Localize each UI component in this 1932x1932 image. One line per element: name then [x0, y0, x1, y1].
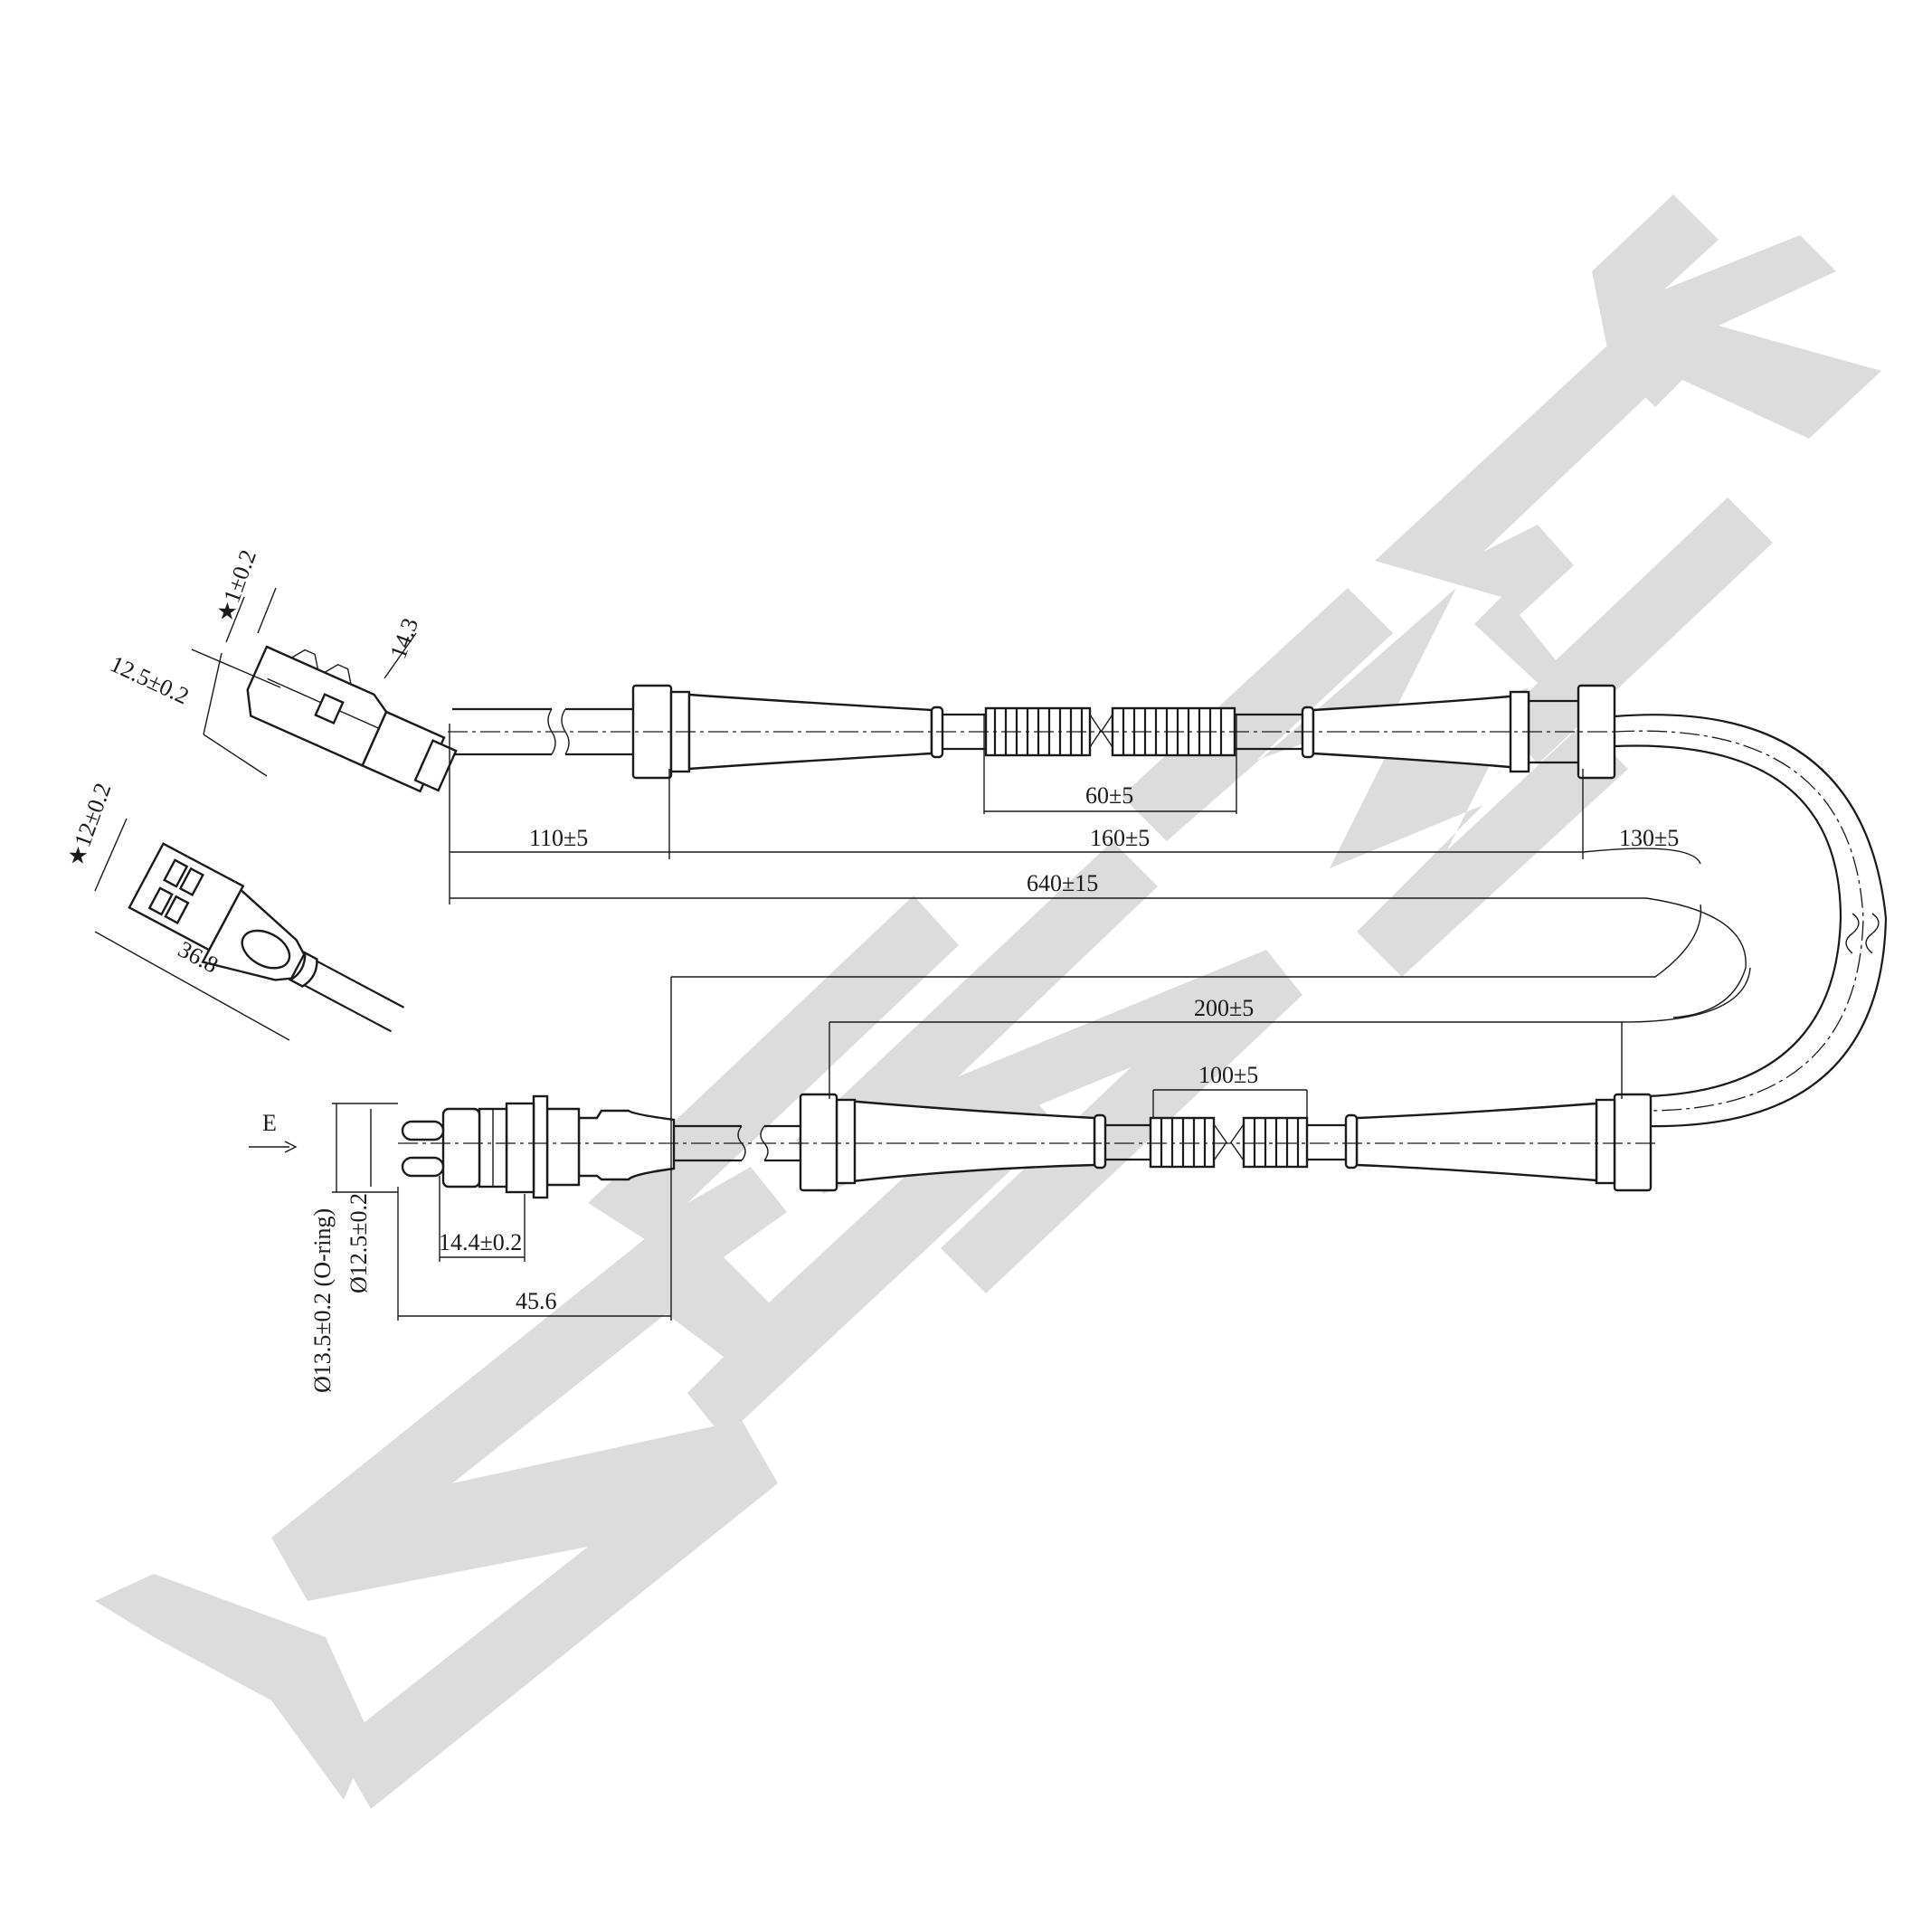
dim-45-6: 45.6 — [516, 1288, 557, 1314]
watermark-chevron — [95, 1574, 371, 1800]
dim-130: 130±5 — [1619, 825, 1679, 851]
dim-diameter-12-5: Ø12.5±0.2 — [346, 1193, 372, 1293]
sleeve-3 — [1355, 1102, 1598, 1182]
watermark-letter-n — [796, 841, 1302, 1293]
sensor-head-top — [191, 587, 458, 793]
corrugated-tube-2 — [1149, 1116, 1309, 1169]
dim-1: ★1±0.2 — [211, 546, 261, 626]
top-cable-assembly — [448, 684, 1619, 780]
watermark-letter-e2 — [1375, 335, 1773, 764]
connector-housing — [401, 1094, 676, 1199]
grommet-4 — [799, 1093, 838, 1192]
grommet-3 — [1613, 1093, 1653, 1192]
dim-200: 200±5 — [1194, 995, 1254, 1021]
dim-100: 100±5 — [1198, 1062, 1258, 1088]
watermark-logo — [95, 194, 1881, 1809]
dim-diameter-13-5: Ø13.5±0.2 (O-ring) — [309, 1208, 336, 1393]
dim-640: 640±15 — [1027, 870, 1098, 896]
watermark-letter-z — [271, 1212, 778, 1809]
dim-12-5-angled: 12.5±0.2 — [106, 650, 193, 709]
watermark-letter-k — [1592, 194, 1881, 439]
dim-12: ★12±0.2 — [62, 780, 116, 870]
cable-bend — [1614, 714, 1888, 1128]
dim-60: 60±5 — [1085, 782, 1133, 809]
sensor-head-angled — [94, 818, 405, 1041]
dim-110: 110±5 — [529, 825, 588, 851]
watermark-letter-w — [1122, 588, 1628, 977]
dim-160: 160±5 — [1090, 825, 1150, 851]
dimension-lines — [249, 715, 1751, 1321]
watermark-letter-e — [588, 895, 1058, 1438]
view-label-e: E — [262, 1110, 277, 1136]
bottom-cable-assembly — [398, 1093, 1655, 1199]
dim-14-3: 14.3 — [384, 614, 423, 662]
dim-14-4: 14.4±0.2 — [439, 1229, 522, 1255]
